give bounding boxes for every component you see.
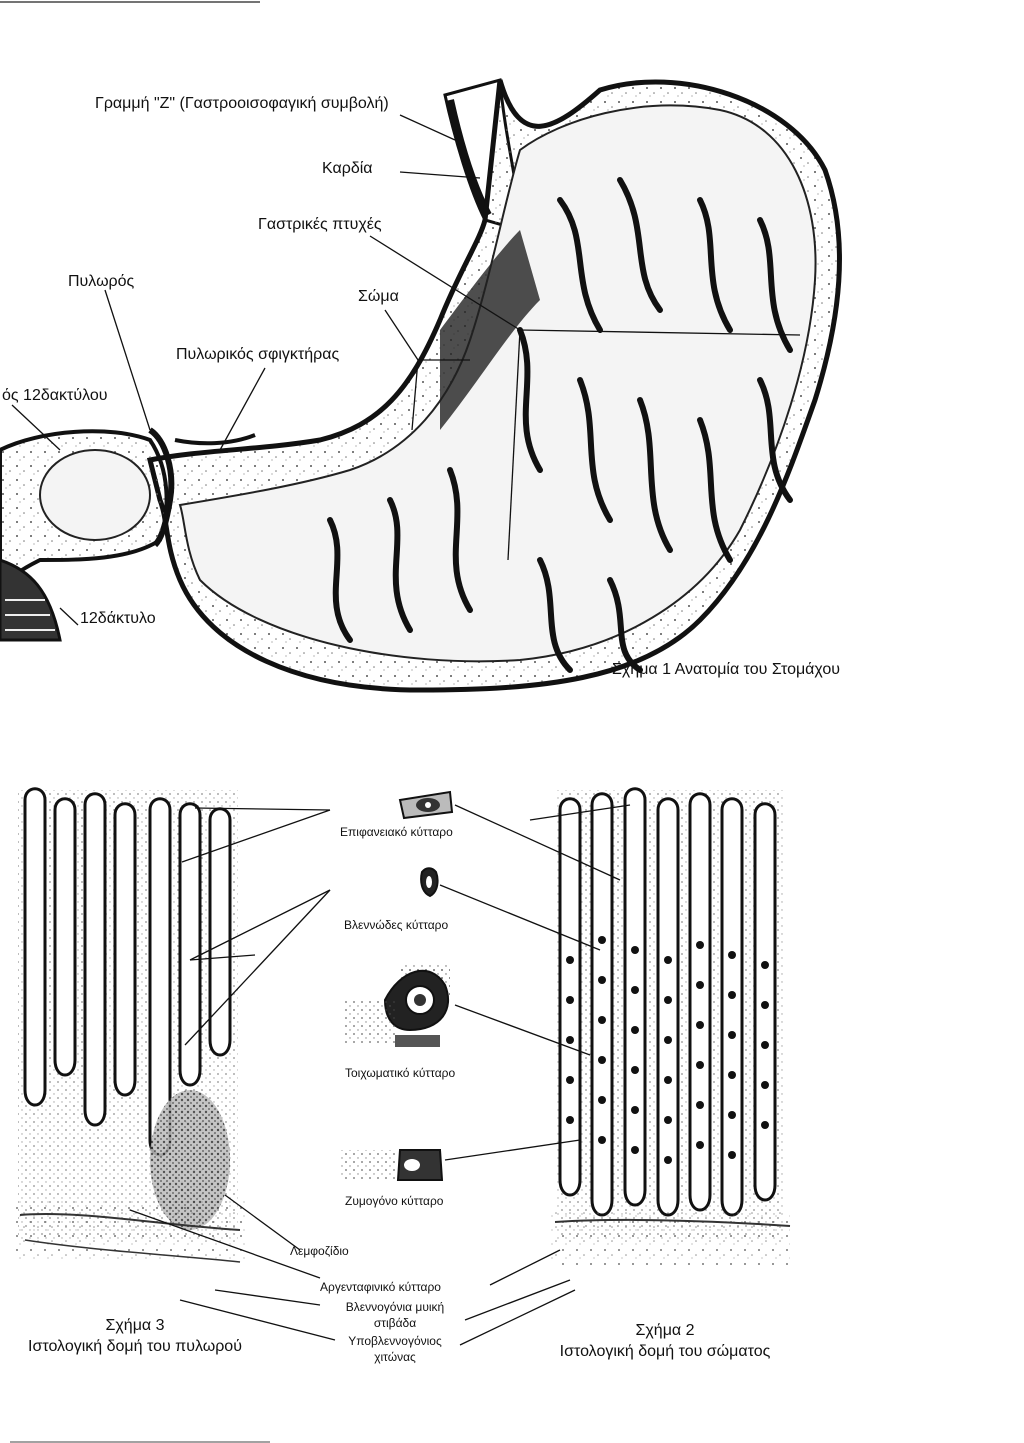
surface-cell-label: Επιφανειακό κύτταρο [340, 825, 453, 839]
surface-cell-icon [398, 790, 454, 820]
body-histology [550, 787, 791, 1265]
muscularis-label-line2: στιβάδα [373, 1316, 417, 1330]
z-line-label: Γραμμή "Ζ" (Γαστροοισοφαγική συμβολή) [95, 95, 389, 112]
figure3-caption-line1: Σχήμα 3 [105, 1317, 165, 1334]
submucosa-label-line1: Υποβλεννογόνιος [348, 1334, 442, 1348]
body-label: Σώμα [358, 288, 399, 305]
figure2-caption-line2: Ιστολογική δομή του σώματος [559, 1343, 771, 1360]
mucous-cell-icon [420, 867, 439, 898]
gastric-folds-pattern [327, 177, 793, 673]
argentaffin-label: Αργενταφινικό κύτταρο [320, 1280, 441, 1294]
muscularis-label-line1: Βλεννογόνια μυική [345, 1300, 445, 1314]
lymphoid-label: Λεμφοζίδιο [290, 1244, 349, 1258]
zymogen-cell-icon [340, 1149, 444, 1181]
pylorus-label: Πυλωρός [68, 273, 135, 290]
gastric-folds-label: Γαστρικές πτυχές [258, 216, 382, 233]
parietal-cell-icon [345, 965, 450, 1047]
zymogen-cell-label: Ζυμογόνο κύτταρο [345, 1194, 444, 1208]
submucosa-label-line2: χιτώνας [374, 1350, 416, 1364]
pyloric-sphincter-label: Πυλωρικός σφιγκτήρας [176, 346, 340, 363]
histology-leader-lines [129, 804, 631, 1346]
parietal-cell-label: Τοιχωματικό κύτταρο [345, 1066, 456, 1080]
stomach-illustration [0, 78, 842, 693]
figure1-leader-lines [11, 114, 801, 626]
mucous-cell-label: Βλεννώδες κύτταρο [344, 918, 449, 932]
figure1-caption: Σχήμα 1 Ανατομία του Στομάχου [612, 661, 841, 678]
figure2-caption: Σχήμα 2 Ιστολογική δομή του σώματος [535, 1320, 795, 1362]
cardia-label: Καρδία [322, 160, 373, 177]
duodenum-label: 12δάκτυλο [80, 610, 156, 627]
figure3-caption: Σχήμα 3 Ιστολογική δομή του πυλωρού [5, 1315, 265, 1357]
pylorus-histology [15, 787, 245, 1263]
duodenal-bulb-label: ός 12δακτύλου [2, 387, 108, 404]
figure2-caption-line1: Σχήμα 2 [635, 1322, 695, 1339]
figure3-caption-line2: Ιστολογική δομή του πυλωρού [28, 1338, 242, 1355]
